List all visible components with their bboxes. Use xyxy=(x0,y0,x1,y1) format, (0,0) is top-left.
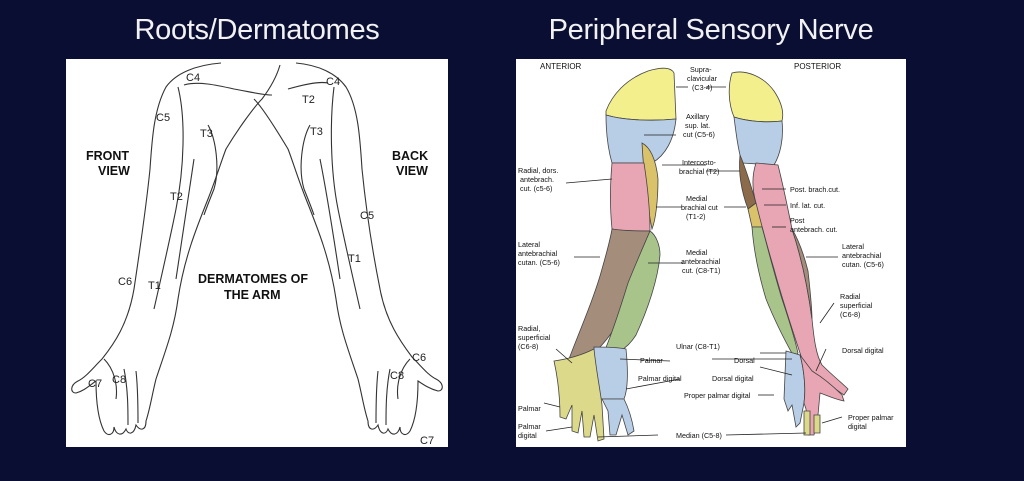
proper-palmar-digital-mid-label: Proper palmar digital xyxy=(684,391,751,400)
axillary-label-3: cut (C5-6) xyxy=(683,130,715,139)
medial-brachial-label-3: (T1-2) xyxy=(686,212,706,221)
post-antebrach-label-1: Post xyxy=(790,216,804,225)
front-view-label-2: VIEW xyxy=(98,164,130,178)
dorsal-label: Dorsal xyxy=(734,356,755,365)
c4-back-label: C4 xyxy=(326,76,340,88)
radial-superficial-right-label-3: (C6-8) xyxy=(840,310,860,319)
axillary-label-2: sup. lat. xyxy=(685,121,710,130)
radial-superficial-right-label-1: Radial xyxy=(840,292,861,301)
axillary-label-1: Axillary xyxy=(686,112,710,121)
anterior-palm-ulnar-fingers xyxy=(601,398,635,436)
dorsal-digital-label: Dorsal digital xyxy=(712,374,754,383)
lateral-antebrachial-right-label-2: antebrachial xyxy=(842,251,882,260)
medial-antebrachial-label-1: Medial xyxy=(686,248,708,257)
anterior-arm xyxy=(553,67,677,442)
medial-brachial-label-2: brachial cut xyxy=(681,203,718,212)
c8-front-label: C8 xyxy=(112,374,126,386)
posterior-dorsal-hand-region xyxy=(799,354,845,436)
lateral-antebrachial-left-label-2: antebrachial xyxy=(518,249,558,258)
t2-front-label: T2 xyxy=(170,191,183,203)
dermatome-caption-1: DERMATOMES OF xyxy=(198,272,308,286)
ulnar-label: Ulnar (C8-T1) xyxy=(676,342,720,351)
palmar-digital-mid-label: Palmar digital xyxy=(638,374,682,383)
dermatome-figure: FRONT VIEW BACK VIEW DERMATOMES OF THE A… xyxy=(66,59,448,447)
nerve-labels: Supra- clavicular (C3-4) Axillary sup. l… xyxy=(518,65,894,440)
c6-back-label: C6 xyxy=(412,352,426,364)
radial-dors-label-2: antebrach. xyxy=(520,175,554,184)
peripheral-nerve-drawing: ANTERIOR POSTERIOR xyxy=(518,62,894,442)
palmar-mid-label: Palmar xyxy=(640,356,663,365)
post-antebrach-label-2: antebrach. cut. xyxy=(790,225,838,234)
posterior-arm xyxy=(728,71,849,436)
posterior-proper-palmar-region xyxy=(803,410,821,436)
c4-front-label: C4 xyxy=(186,72,200,84)
radial-superficial-left-label-2: superficial xyxy=(518,333,551,342)
supraclavicular-label-2: clavicular xyxy=(687,74,718,83)
palmar-left-label: Palmar xyxy=(518,404,541,413)
t1-front-label: T1 xyxy=(148,280,161,292)
anterior-axillary-region xyxy=(605,114,677,164)
t3-back-label: T3 xyxy=(310,126,323,138)
front-view-label-1: FRONT xyxy=(86,149,129,163)
lateral-antebrachial-left-label-3: cutan. (C5-6) xyxy=(518,258,560,267)
radial-superficial-right-label-2: superficial xyxy=(840,301,873,310)
radial-dors-label-1: Radial, dors. xyxy=(518,166,558,175)
intercostobrachial-label-2: brachial (T2) xyxy=(679,167,719,176)
posterior-axillary-region xyxy=(733,116,783,166)
t2-back-label: T2 xyxy=(302,94,315,106)
intercostobrachial-label-1: Intercosto- xyxy=(682,158,717,167)
left-slide-title: Roots/Dermatomes xyxy=(134,14,380,46)
post-brach-label: Post. brach.cut. xyxy=(790,185,840,194)
right-slide-title: Peripheral Sensory Nerve xyxy=(548,14,874,46)
supraclavicular-label-3: (C3-4) xyxy=(692,83,712,92)
c7-back-label: C7 xyxy=(420,435,434,447)
proper-palmar-right-label-2: digital xyxy=(848,422,867,431)
lateral-antebrachial-right-label-1: Lateral xyxy=(842,242,864,251)
lateral-antebrachial-right-label-3: cutan. (C5-6) xyxy=(842,260,884,269)
back-view-label-2: VIEW xyxy=(396,164,428,178)
front-arm-outline xyxy=(71,62,281,436)
palmar-digital-left-label-2: digital xyxy=(518,431,537,440)
posterior-lateral-antebrachial-region xyxy=(791,228,813,320)
back-view-label-1: BACK xyxy=(392,149,428,163)
c8-back-label: C8 xyxy=(390,370,404,382)
anterior-radial-region xyxy=(610,162,651,232)
t1-back-label: T1 xyxy=(348,253,361,265)
dorsal-digital-right-label: Dorsal digital xyxy=(842,346,884,355)
lateral-antebrachial-left-label-1: Lateral xyxy=(518,240,540,249)
c5-back-label: C5 xyxy=(360,210,374,222)
medial-brachial-label-1: Medial xyxy=(686,194,708,203)
posterior-supraclavicular-region xyxy=(728,71,784,123)
posterior-heading: POSTERIOR xyxy=(794,62,841,71)
c7-front-label: C7 xyxy=(88,378,102,390)
back-arm-outline xyxy=(253,62,443,436)
c5-front-label: C5 xyxy=(156,112,170,124)
median-label: Median (C5-8) xyxy=(676,431,722,440)
radial-dors-label-3: cut. (c5-6) xyxy=(520,184,552,193)
c6-front-label: C6 xyxy=(118,276,132,288)
radial-superficial-left-label-1: Radial, xyxy=(518,324,540,333)
t3-front-label: T3 xyxy=(200,128,213,140)
palmar-digital-left-label-1: Palmar xyxy=(518,422,541,431)
inf-lat-label: Inf. lat. cut. xyxy=(790,201,825,210)
supraclavicular-label-1: Supra- xyxy=(690,65,712,74)
dermatome-caption-2: THE ARM xyxy=(224,288,280,302)
anterior-supraclavicular-region xyxy=(605,67,677,121)
dermatome-drawing: FRONT VIEW BACK VIEW DERMATOMES OF THE A… xyxy=(71,62,443,447)
peripheral-nerve-figure: ANTERIOR POSTERIOR xyxy=(516,59,906,447)
radial-superficial-left-label-3: (C6-8) xyxy=(518,342,538,351)
anterior-median-region xyxy=(553,348,605,442)
label-arrows xyxy=(543,86,843,438)
anterior-heading: ANTERIOR xyxy=(540,62,582,71)
medial-antebrachial-label-3: cut. (C8-T1) xyxy=(682,266,720,275)
proper-palmar-right-label-1: Proper palmar xyxy=(848,413,894,422)
medial-antebrachial-label-2: antebrachial xyxy=(681,257,721,266)
